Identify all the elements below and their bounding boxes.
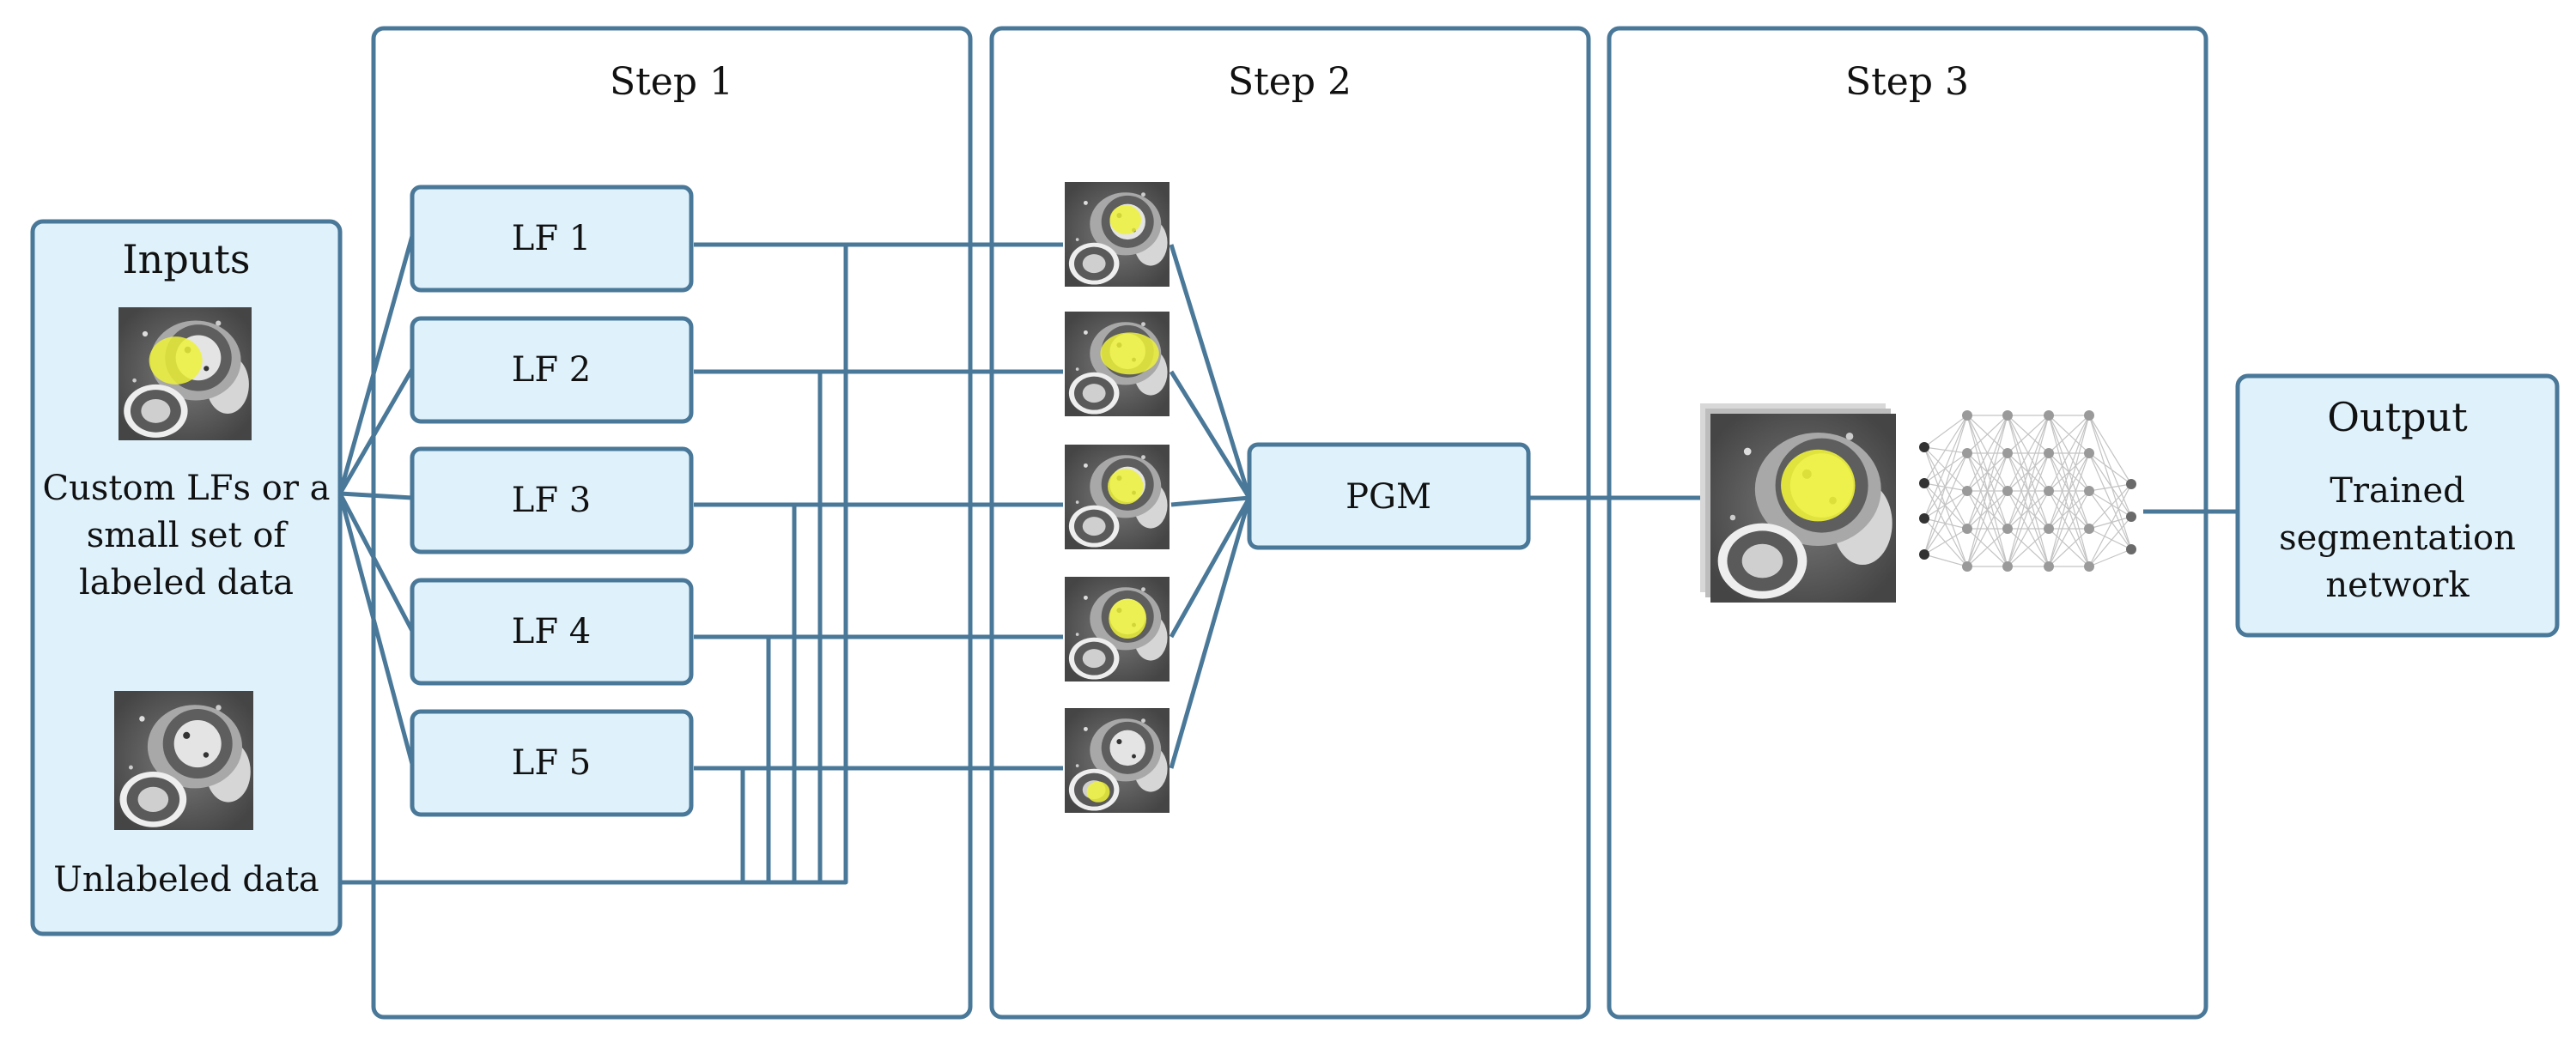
output-box: Output Trained segmentation network	[2235, 373, 2560, 638]
output-title: Output	[2327, 394, 2468, 440]
step-3-title: Step 3	[1845, 60, 1969, 104]
output-caption-line-3: network	[2325, 566, 2470, 605]
lf-1-box: LF 1	[410, 185, 694, 293]
step-1-title: Step 1	[610, 60, 733, 104]
cardiac-mri-labeled-icon	[118, 307, 252, 440]
inputs-box: Inputs Custom LFs or a small set of labe…	[30, 219, 343, 936]
lf-3-box: LF 3	[410, 446, 694, 554]
step-2-title: Step 2	[1228, 60, 1352, 104]
output-caption-line-1: Trained	[2330, 471, 2464, 511]
connectors	[337, 235, 2238, 885]
unlabeled-data-caption: Unlabeled data	[53, 860, 319, 900]
neural-network-icon	[1919, 410, 2136, 572]
lf-1-label: LF 1	[512, 219, 591, 258]
output-caption-line-2: segmentation	[2279, 518, 2516, 558]
lf-4-label: LF 4	[512, 612, 591, 651]
inputs-title: Inputs	[123, 236, 251, 282]
labeled-data-caption-line-3: labeled data	[79, 563, 294, 603]
labeled-data-caption-line-2: small set of	[87, 516, 289, 555]
weak-label-mask-icon	[1065, 445, 1170, 549]
probabilistic-label-stack	[1700, 403, 1896, 603]
cardiac-mri-unlabeled-icon	[114, 691, 253, 830]
lf-2-box: LF 2	[410, 316, 694, 424]
step-3-panel: Step 3	[1607, 26, 2208, 1020]
weak-label-mask-icon	[1065, 312, 1170, 416]
lf-5-label: LF 5	[512, 743, 591, 783]
lf-5-box: LF 5	[410, 709, 694, 817]
weak-label-mask-icon	[1065, 577, 1170, 682]
labeled-data-caption-line-1: Custom LFs or a	[42, 469, 330, 508]
weak-label-mask-icon	[1065, 182, 1170, 287]
pgm-label: PGM	[1346, 477, 1431, 517]
lf-3-label: LF 3	[512, 481, 591, 520]
lf-4-box: LF 4	[410, 578, 694, 686]
pgm-box: PGM	[1247, 442, 1531, 550]
weak-label-mask-icon	[1065, 708, 1170, 813]
lf-2-label: LF 2	[512, 350, 591, 390]
